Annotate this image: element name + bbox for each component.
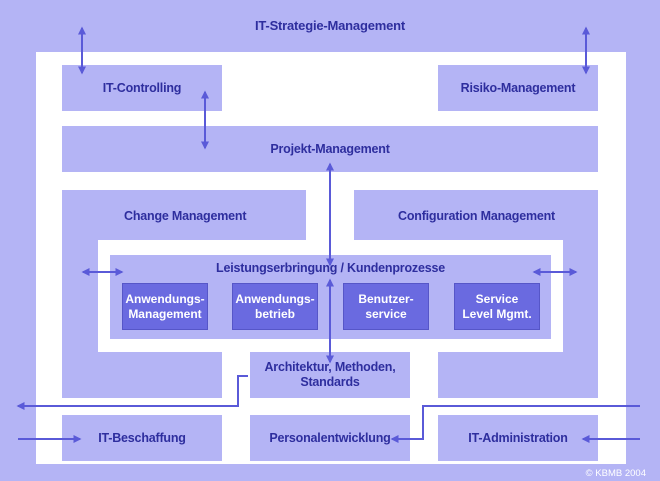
page-title: IT-Strategie-Management (255, 18, 405, 33)
configuration-management-label: Configuration Management (398, 209, 556, 223)
process-label: Anwendungs- betrieb (235, 291, 315, 321)
architektur-label: Architektur, Methoden, Standards (264, 360, 396, 389)
personalentwicklung-label: Personalentwicklung (269, 431, 391, 445)
it-beschaffung-box (62, 415, 222, 461)
it-beschaffung-label: IT-Beschaffung (98, 431, 186, 445)
process-benutzerservice: Benutzer- service (343, 283, 429, 330)
risiko-management-box (438, 65, 598, 111)
copyright-notice: © KBMB 2004 (585, 468, 646, 479)
process-anwendungsbetrieb: Anwendungs- betrieb (232, 283, 318, 330)
change-management-label: Change Management (124, 209, 247, 223)
projekt-management-label: Projekt-Management (270, 142, 390, 156)
risiko-management-label: Risiko-Management (460, 81, 576, 95)
configuration-management-box (354, 190, 598, 240)
process-label: Benutzer- service (358, 291, 414, 321)
it-controlling-label: IT-Controlling (102, 81, 182, 95)
configuration-management-box-foot (438, 352, 598, 398)
process-anwendungs-management: Anwendungs- Management (122, 283, 208, 330)
change-management-box-foot (62, 352, 222, 398)
arrow-architektur-out-left (16, 375, 248, 410)
it-administration-label: IT-Administration (468, 431, 568, 445)
process-label: Service Level Mgmt. (462, 291, 532, 321)
it-controlling-box (62, 65, 222, 111)
it-administration-box (438, 415, 598, 461)
arrow-in-personalentwicklung (390, 405, 640, 443)
change-management-box (62, 190, 306, 240)
personalentwicklung-box (250, 415, 410, 461)
process-label: Anwendungs- Management (125, 291, 205, 321)
leistungserbringung-label: Leistungserbringung / Kundenprozesse (216, 261, 445, 275)
process-service-level-management: Service Level Mgmt. (454, 283, 540, 330)
